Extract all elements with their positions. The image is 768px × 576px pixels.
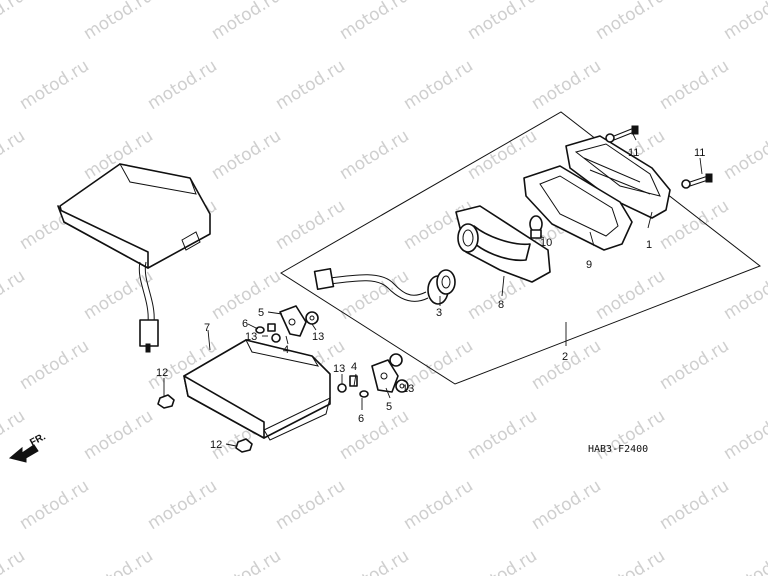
arrow-icon bbox=[8, 444, 39, 463]
leader-lines bbox=[163, 131, 703, 447]
callout-8: 8 bbox=[498, 299, 504, 311]
bracket-part-5-lower bbox=[371, 359, 399, 393]
watermark-text: motod.ru bbox=[16, 336, 93, 394]
diagram-code: HAB3-F2400 bbox=[588, 444, 648, 455]
watermark-text: motod.ru bbox=[144, 56, 221, 114]
reflector-part-8 bbox=[455, 205, 551, 283]
callout-13-upper-left: 13 bbox=[245, 331, 257, 343]
watermark-text: motod.ru bbox=[80, 0, 157, 44]
watermark-text: motod.ru bbox=[656, 56, 733, 114]
watermark-text: motod.ru bbox=[720, 0, 768, 44]
watermark-text: motod.ru bbox=[272, 476, 349, 534]
watermark-text: motod.ru bbox=[80, 406, 157, 464]
front-label: FR. bbox=[28, 431, 48, 448]
watermark-text: motod.ru bbox=[400, 56, 477, 114]
watermark-text: motod.ru bbox=[592, 406, 669, 464]
watermark-text: motod.ru bbox=[208, 266, 285, 324]
lens-part-1 bbox=[565, 135, 671, 219]
gasket-part-9 bbox=[523, 165, 633, 251]
callout-7: 7 bbox=[204, 322, 210, 334]
watermark-text: motod.ru bbox=[16, 56, 93, 114]
callout-2: 2 bbox=[562, 351, 568, 363]
watermark-text: motod.ru bbox=[720, 266, 768, 324]
watermark-text: motod.ru bbox=[592, 0, 669, 44]
callout-6-lower: 6 bbox=[358, 413, 364, 425]
socket-harness-part-3 bbox=[313, 267, 456, 305]
watermark-text: motod.ru bbox=[336, 0, 413, 44]
watermark-text: motod.ru bbox=[208, 126, 285, 184]
callout-1: 1 bbox=[646, 239, 652, 251]
callout-5-upper: 5 bbox=[258, 307, 264, 319]
callout-5-lower: 5 bbox=[386, 401, 392, 413]
watermark-text: motod.ru bbox=[208, 0, 285, 44]
watermark-text: motod.ru bbox=[272, 196, 349, 254]
callout-4-lower: 4 bbox=[351, 361, 357, 373]
watermark-text: motod.ru bbox=[400, 476, 477, 534]
bracket-part-5-upper bbox=[279, 305, 307, 337]
watermark-text: motod.ru bbox=[80, 546, 157, 576]
watermark-text: motod.ru bbox=[208, 546, 285, 576]
callout-11-right: 11 bbox=[694, 147, 705, 159]
watermark-text: motod.ru bbox=[656, 476, 733, 534]
callout-13-upper-right: 13 bbox=[312, 331, 324, 343]
watermark-text: motod.ru bbox=[592, 546, 669, 576]
callout-4-upper: 4 bbox=[283, 344, 289, 356]
watermark-text: motod.ru bbox=[720, 546, 768, 576]
lower-lens-part-7 bbox=[183, 339, 331, 441]
watermark-text: motod.ru bbox=[336, 126, 413, 184]
watermark-text: motod.ru bbox=[720, 126, 768, 184]
watermark-text: motod.ru bbox=[528, 476, 605, 534]
nut-part-12-bottom bbox=[235, 438, 253, 453]
watermark-text: motod.ru bbox=[720, 406, 768, 464]
watermark-text: motod.ru bbox=[0, 126, 29, 184]
callout-3: 3 bbox=[436, 307, 442, 319]
bulb-part-10 bbox=[529, 215, 543, 239]
watermark-text: motod.ru bbox=[272, 56, 349, 114]
tail-light-housing-upper bbox=[57, 163, 211, 353]
watermark-text: motod.ru bbox=[656, 336, 733, 394]
callout-9: 9 bbox=[586, 259, 592, 271]
watermark-text: motod.ru bbox=[0, 266, 29, 324]
watermark-text: motod.ru bbox=[144, 476, 221, 534]
front-direction-arrow: FR. bbox=[8, 431, 48, 463]
watermark-text: motod.ru bbox=[336, 406, 413, 464]
callout-12-left: 12 bbox=[156, 367, 168, 379]
callout-12-bottom: 12 bbox=[210, 439, 222, 451]
nut-part-12-left bbox=[157, 394, 175, 409]
watermark-text: motod.ru bbox=[464, 546, 541, 576]
watermark-text: motod.ru bbox=[528, 56, 605, 114]
callout-6-upper: 6 bbox=[242, 318, 248, 330]
callout-13-lower-right: 13 bbox=[402, 383, 414, 395]
watermark-text: motod.ru bbox=[464, 0, 541, 44]
callout-labels: 1 2 3 4 4 5 5 6 6 7 8 9 10 11 11 12 12 1… bbox=[156, 147, 705, 451]
watermark-text: motod.ru bbox=[464, 406, 541, 464]
screw-part-11-top bbox=[605, 125, 639, 143]
screw-part-11-right bbox=[681, 173, 713, 189]
watermark-text: motod.ru bbox=[0, 546, 29, 576]
watermark-text: motod.ru bbox=[592, 266, 669, 324]
watermark-text: motod.ru bbox=[0, 0, 29, 44]
assembly-frame bbox=[280, 111, 762, 385]
watermark-text: motod.ru bbox=[16, 476, 93, 534]
callout-13-lower-left: 13 bbox=[333, 363, 345, 375]
callout-11-top: 11 bbox=[628, 147, 639, 159]
watermark-text: motod.ru bbox=[336, 546, 413, 576]
hardware-upper bbox=[255, 311, 319, 343]
callout-10: 10 bbox=[540, 237, 552, 249]
